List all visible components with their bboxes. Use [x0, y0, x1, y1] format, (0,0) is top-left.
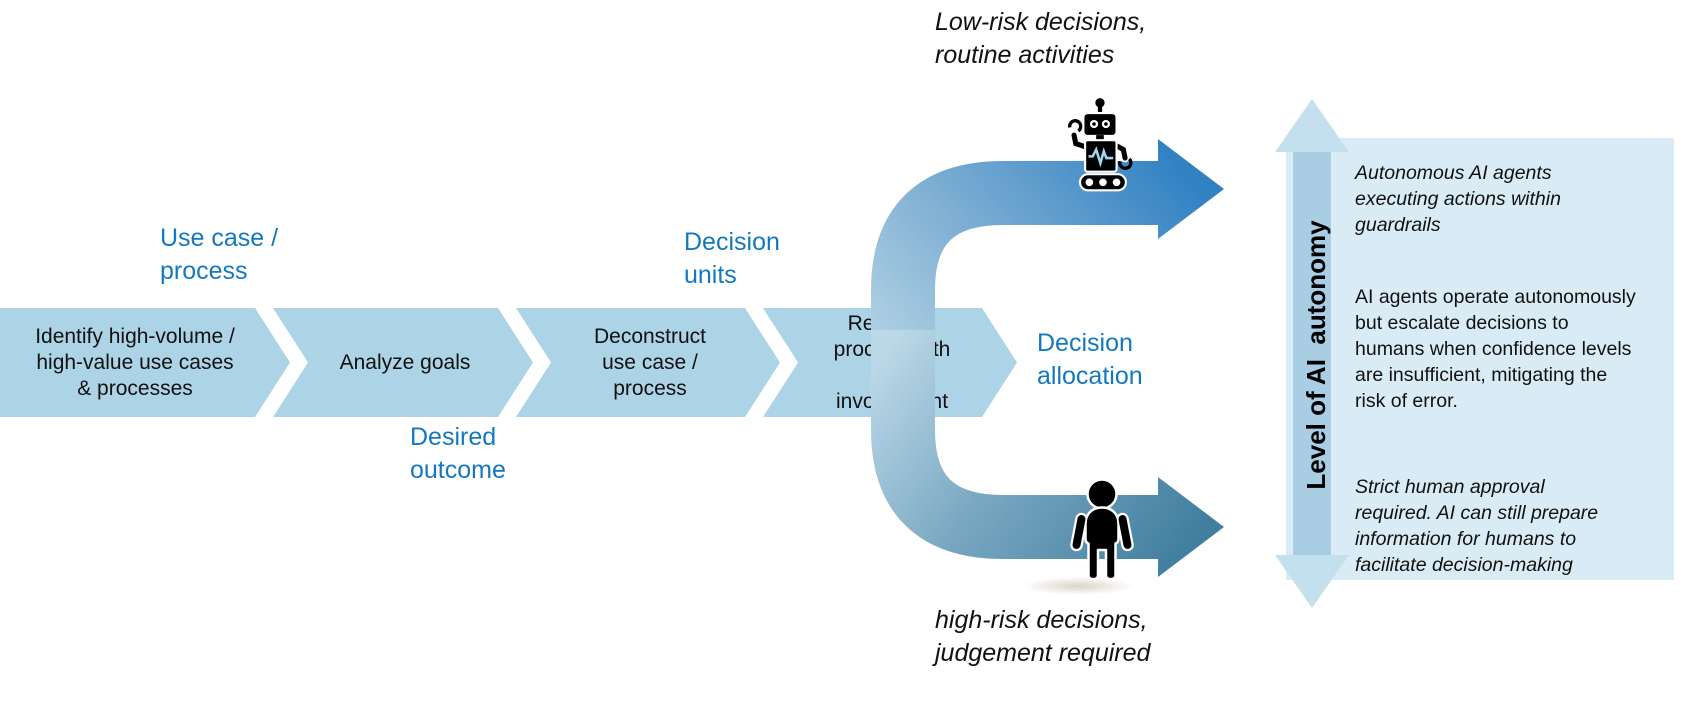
- process-step-analyze: Analyze goals: [273, 308, 533, 417]
- robot-icon: [1068, 96, 1133, 192]
- label-decision-allocation: Decision allocation: [1037, 329, 1143, 390]
- label-decision-units: Decision units: [684, 228, 780, 289]
- branch-arrow-low-risk: [871, 139, 1224, 400]
- process-step-label: Identify high-volume / high-value use ca…: [35, 324, 235, 400]
- label-desired-outcome: Desired outcome: [410, 423, 506, 484]
- autonomy-level-high-text: Autonomous AI agents executing actions w…: [1355, 162, 1561, 236]
- autonomy-panel: Autonomous AI agents executing actions w…: [1286, 138, 1674, 580]
- process-step-label: Deconstruct use case / process: [593, 324, 707, 400]
- autonomy-axis-label: Level of AI autonomy: [1301, 220, 1331, 490]
- person-icon: [1070, 478, 1134, 581]
- process-step-deconstruct: Deconstruct use case / process: [516, 308, 780, 417]
- autonomy-level-low-text: Strict human approval required. AI can s…: [1355, 476, 1599, 576]
- process-step-identify: Identify high-volume / high-value use ca…: [0, 308, 290, 417]
- person-shadow: [1022, 577, 1134, 595]
- branch-arrow-high-risk: [871, 330, 1224, 577]
- label-use-case-process: Use case / process: [160, 224, 279, 285]
- annotation-high-risk: high-risk decisions, judgement required: [935, 606, 1151, 667]
- annotation-low-risk: Low-risk decisions, routine activities: [935, 8, 1147, 69]
- autonomy-axis-arrow: [1275, 99, 1349, 608]
- process-step-label: Analyze goals: [339, 350, 471, 374]
- autonomy-level-mid-text: AI agents operate autonomously but escal…: [1355, 286, 1636, 412]
